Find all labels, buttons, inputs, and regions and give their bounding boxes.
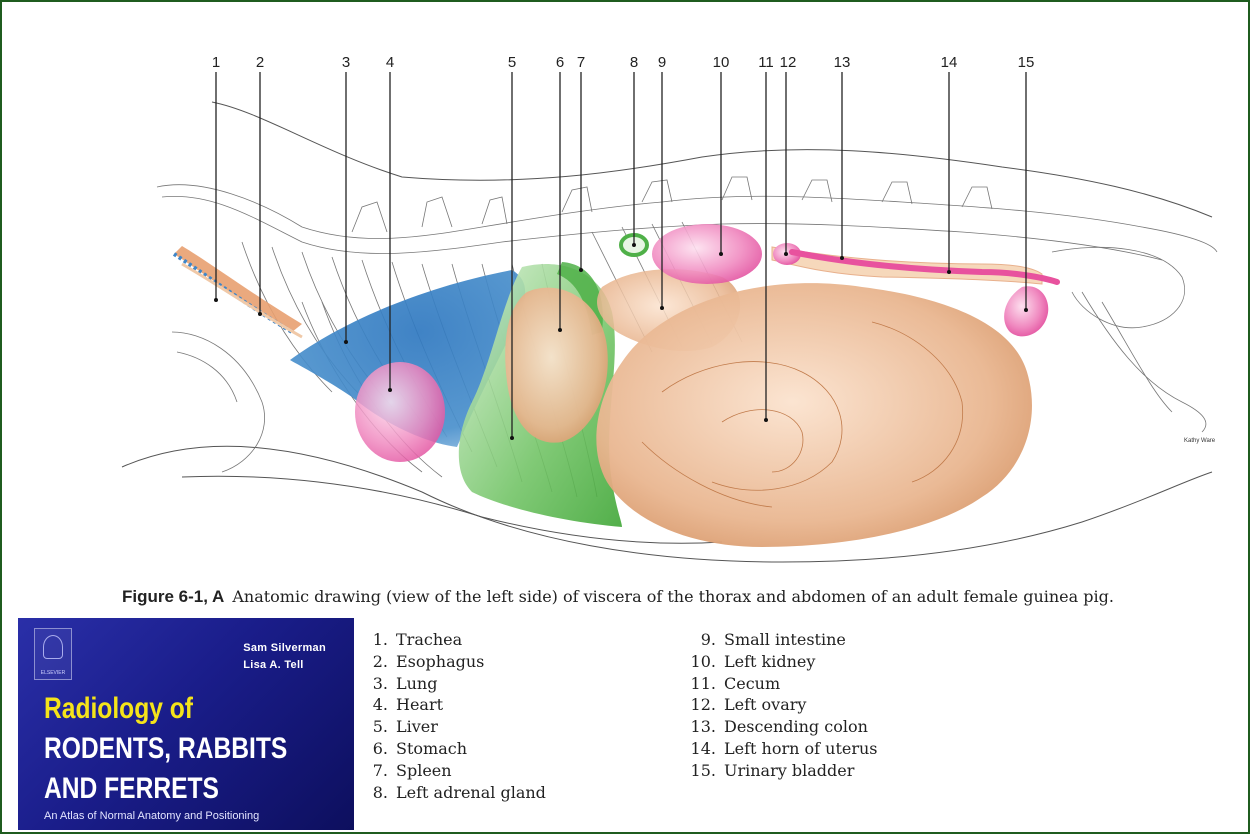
legend-number: 14. xyxy=(690,738,716,758)
leader-lines xyxy=(215,72,1027,438)
callout-7: 7 xyxy=(577,54,585,71)
callout-15: 15 xyxy=(1018,54,1035,71)
callout-10: 10 xyxy=(713,54,730,71)
legend-label: Descending colon xyxy=(724,717,868,737)
legend-item: 11. Cecum xyxy=(682,673,878,695)
legend-number: 8. xyxy=(372,782,388,802)
figure-caption: Figure 6-1, A Anatomic drawing (view of t… xyxy=(122,587,1222,607)
stomach-shape xyxy=(505,287,608,443)
body-outline-dorsal xyxy=(211,101,1213,218)
left-kidney-shape xyxy=(652,224,762,284)
legend-number: 12. xyxy=(690,695,716,715)
legend-item: 12. Left ovary xyxy=(682,694,878,716)
callout-4: 4 xyxy=(386,54,394,71)
callout-6: 6 xyxy=(556,54,564,71)
legend-label: Left horn of uterus xyxy=(724,738,878,758)
legend-column-right: 9. Small intestine 10. Left kidney 11. Cecu… xyxy=(682,629,878,782)
legend-item: 14. Left horn of uterus xyxy=(682,738,878,760)
book-cover: ELSEVIER Sam Silverman Lisa A. Tell Radi… xyxy=(18,618,354,830)
callout-13: 13 xyxy=(834,54,851,71)
legend-item: 5. Liver xyxy=(362,716,546,738)
legend-label: Urinary bladder xyxy=(724,760,855,780)
legend-label: Left ovary xyxy=(724,695,807,715)
anatomy-diagram: 1 2 3 4 5 6 7 8 9 10 11 12 13 14 15 Kath… xyxy=(121,54,1218,563)
callout-12: 12 xyxy=(780,54,797,71)
legend-number: 11. xyxy=(690,673,716,693)
legend-number: 5. xyxy=(372,717,388,737)
legend-item: 15. Urinary bladder xyxy=(682,760,878,782)
author-name: Lisa A. Tell xyxy=(243,659,304,671)
artist-credit: Kathy Ware xyxy=(1184,438,1216,444)
legend-label: Esophagus xyxy=(396,651,485,671)
legend-label: Stomach xyxy=(396,738,467,758)
heart-shape xyxy=(355,362,445,462)
legend-item: 7. Spleen xyxy=(362,760,546,782)
lung-shape xyxy=(290,270,526,447)
trachea-shape xyxy=(174,246,302,332)
legend-number: 9. xyxy=(700,630,716,649)
cecum-shape xyxy=(596,283,1032,547)
author-name: Sam Silverman xyxy=(243,642,326,654)
legend-label: Lung xyxy=(396,673,438,693)
book-subtitle: An Atlas of Normal Anatomy and Positioni… xyxy=(44,810,260,822)
legend-item: 8. Left adrenal gland xyxy=(362,782,546,804)
callout-5: 5 xyxy=(508,54,516,71)
legend-item: 2. Esophagus xyxy=(362,651,546,673)
publisher-logo: ELSEVIER xyxy=(34,628,72,680)
publisher-logo-text: ELSEVIER xyxy=(40,670,66,676)
figure-label: Figure 6-1, A xyxy=(122,587,225,606)
callout-11: 11 xyxy=(758,54,774,71)
tree-icon xyxy=(43,635,63,659)
legend-item: 10. Left kidney xyxy=(682,651,878,673)
legend-number: 7. xyxy=(372,760,388,780)
legend-label: Liver xyxy=(396,717,438,737)
abdomen-outline xyxy=(181,475,723,544)
legend-column-left: 1. Trachea 2. Esophagus 3. Lung 4. Heart 5. L… xyxy=(362,629,546,803)
body-outline-ventral xyxy=(121,445,1213,563)
book-title-line-3: AND FERRETS xyxy=(44,772,219,805)
caption-text: Anatomic drawing (view of the left side)… xyxy=(232,587,1114,606)
legend-number: 6. xyxy=(372,738,388,758)
legend-number: 2. xyxy=(372,651,388,671)
callout-2: 2 xyxy=(256,54,264,71)
legend-item: 6. Stomach xyxy=(362,738,546,760)
legend-item: 4. Heart xyxy=(362,694,546,716)
legend-number: 10. xyxy=(690,651,716,671)
callout-8: 8 xyxy=(630,54,638,71)
legend-number: 3. xyxy=(372,673,388,693)
callout-1: 1 xyxy=(212,54,220,71)
esophagus-shape xyxy=(181,262,303,339)
legend-number: 13. xyxy=(690,717,716,737)
uterine-horn-shape xyxy=(789,249,1060,285)
cecum-folds xyxy=(641,321,964,508)
legend-item: 3. Lung xyxy=(362,673,546,695)
callout-9: 9 xyxy=(658,54,666,71)
legend-item: 9. Small intestine xyxy=(682,629,878,651)
callout-14: 14 xyxy=(941,54,958,71)
legend-number: 4. xyxy=(372,695,388,715)
legend-label: Trachea xyxy=(396,630,463,649)
legend-number: 15. xyxy=(690,760,716,780)
legend-label: Left kidney xyxy=(724,651,816,671)
legend-label: Heart xyxy=(396,695,444,715)
legend-label: Small intestine xyxy=(724,630,846,649)
legend-item: 1. Trachea xyxy=(362,629,546,651)
callout-3: 3 xyxy=(342,54,350,71)
book-title-line-1: Radiology of xyxy=(44,692,193,725)
legend-label: Spleen xyxy=(396,760,452,780)
book-title-line-2: RODENTS, RABBITS xyxy=(44,732,288,765)
book-authors: Sam Silverman Lisa A. Tell xyxy=(243,640,326,674)
legend-item: 13. Descending colon xyxy=(682,716,878,738)
legend-number: 1. xyxy=(372,630,388,649)
legend-label: Left adrenal gland xyxy=(396,782,546,802)
legend-label: Cecum xyxy=(724,673,781,693)
leader-dots xyxy=(214,243,1028,440)
